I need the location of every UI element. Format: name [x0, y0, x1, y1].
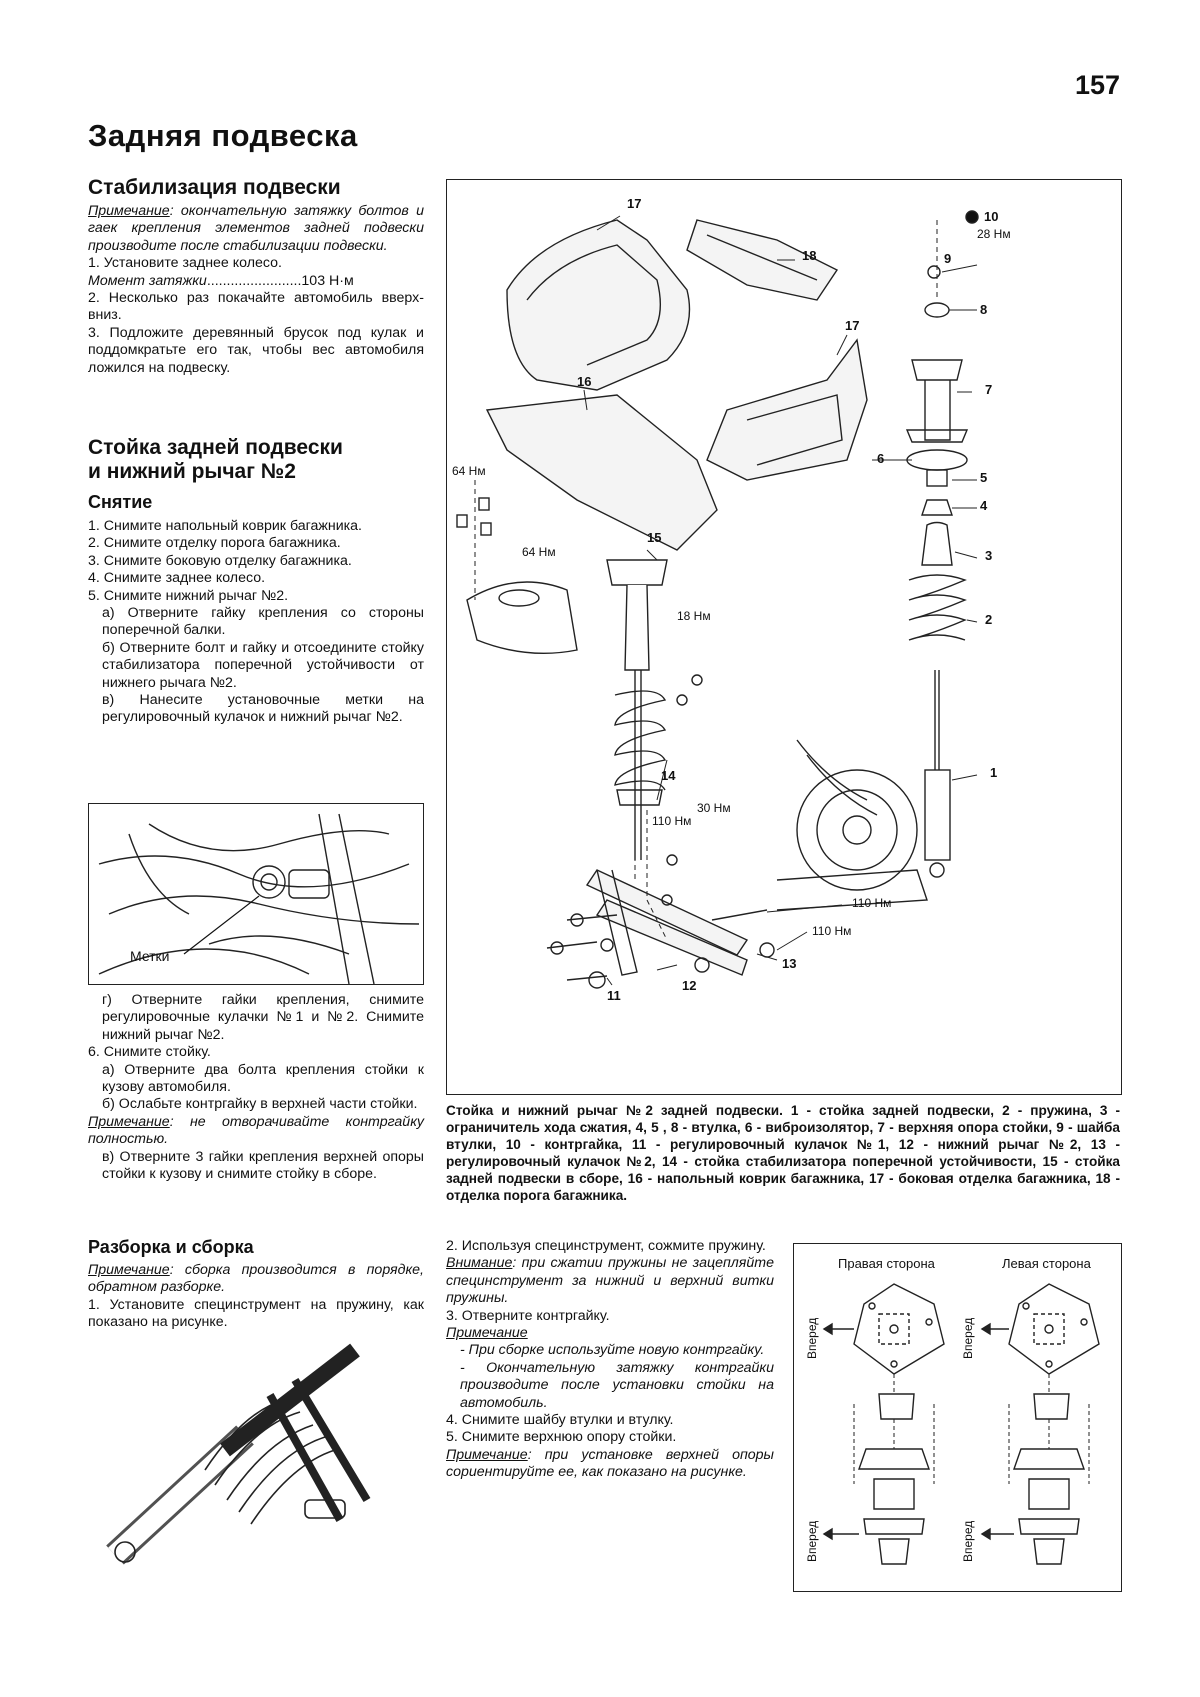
- orientation-illustration: Вперед Вперед Вперед Вперед: [805, 1283, 1100, 1565]
- disassembly-step-2: 2. Используя специнструмент, сожмите пру…: [446, 1238, 766, 1254]
- stabilization-note: Примечание: окончательную затяжку болтов…: [88, 203, 424, 255]
- torque-110c: 110 Нм: [812, 924, 851, 938]
- disassembly-note: Примечание: сборка производится в порядк…: [88, 1262, 424, 1297]
- strut-heading-line1: Стойка задней подвески: [88, 436, 343, 459]
- forward-label-1: Вперед: [805, 1318, 819, 1359]
- removal-step-6v: в) Отверните 3 гайки крепления верхней о…: [102, 1148, 424, 1183]
- forward-label-4: Вперед: [961, 1521, 975, 1562]
- left-side-label: Левая сторона: [1002, 1256, 1091, 1271]
- removal-step-6a: а) Отверните два болта крепления стойки …: [102, 1061, 424, 1096]
- label-2: 2: [985, 612, 992, 627]
- attention-label: Внимание: [446, 1255, 513, 1272]
- disassembly-step-5: 5. Снимите верхнюю опору стойки.: [446, 1429, 677, 1446]
- section-heading-stabilization: Стабилизация подвески: [88, 176, 341, 199]
- removal-step-5g: г) Отверните гайки крепления, снимите ре…: [102, 992, 424, 1043]
- torque-28: 28 Нм: [977, 227, 1011, 241]
- note-label-col2: Примечание: [446, 1325, 528, 1342]
- torque-110a: 110 Нм: [652, 814, 691, 828]
- attention-note: Внимание: при сжатии пружины не зацепляй…: [446, 1255, 774, 1307]
- note6-label: Примечание: [88, 1113, 170, 1130]
- forward-label-3: Вперед: [805, 1521, 819, 1562]
- torque-64a: 64 Нм: [452, 464, 486, 478]
- note6-text: : не отворачивайте контргайку полностью.: [88, 1113, 424, 1148]
- forward-label-2: Вперед: [961, 1318, 975, 1359]
- disassembly-step-1: 1. Установите специнструмент на пружину,…: [88, 1296, 424, 1331]
- step-wood-block: 3. Подложите деревянный брусок под кулак…: [88, 324, 424, 376]
- torque-dots: ........................: [206, 272, 302, 289]
- label-18: 18: [802, 248, 816, 263]
- right-side-label: Правая сторона: [838, 1256, 935, 1271]
- install-note: Примечание: при установке верхней опоры …: [446, 1447, 774, 1482]
- section-heading-strut: Стойка задней подвески и нижний рычаг №2: [88, 436, 343, 484]
- removal-step-5: 5. Снимите нижний рычаг №2.: [88, 587, 289, 604]
- label-17b: 17: [845, 318, 859, 333]
- label-17a: 17: [627, 196, 641, 211]
- torque-label: Момент затяжки: [88, 272, 207, 289]
- removal-step-2: 2. Снимите отделку порога багажника.: [88, 535, 341, 552]
- label-16: 16: [577, 374, 591, 389]
- note2-label: Примечание: [446, 1446, 528, 1463]
- diagram-caption: Стойка и нижний рычаг №2 задней подвески…: [446, 1103, 1120, 1203]
- note-label-3: Примечание: [88, 1262, 170, 1278]
- label-5: 5: [980, 470, 987, 485]
- note-col2-a: - При сборке используйте новую контргайк…: [460, 1342, 765, 1359]
- label-4: 4: [980, 498, 988, 513]
- label-3: 3: [985, 548, 992, 563]
- removal-step-5v: в) Нанесите установочные метки на регули…: [102, 692, 424, 726]
- marks-label: Метки: [130, 948, 170, 964]
- label-1: 1: [990, 765, 997, 780]
- note-label: Примечание: [88, 203, 170, 219]
- note-col2-b: - Окончательную затяжку контргайки произ…: [460, 1359, 774, 1411]
- torque-value: 103 Н·м: [301, 272, 354, 289]
- orientation-figure: Правая сторона Левая сторона: [793, 1243, 1122, 1592]
- label-8: 8: [980, 302, 987, 317]
- spring-compressor-illustration: [106, 1343, 371, 1565]
- strut-heading-line2: и нижний рычаг №2: [88, 460, 296, 483]
- disassembly-text: Примечание: сборка производится в порядк…: [88, 1262, 424, 1332]
- torque-110b: 110 Нм: [852, 896, 891, 910]
- torque-30: 30 Нм: [697, 801, 731, 815]
- torque-64b: 64 Нм: [522, 545, 556, 559]
- label-15: 15: [647, 530, 661, 545]
- step-rock-car: 2. Несколько раз покачайте автомобиль вв…: [88, 290, 424, 324]
- page-number: 157: [1075, 70, 1121, 100]
- figure-marks: [88, 803, 424, 985]
- step-install-wheel: 1. Установите заднее колесо.: [88, 255, 282, 272]
- label-7: 7: [985, 382, 992, 397]
- label-12: 12: [682, 978, 696, 993]
- removal-step-5b: б) Отверните болт и гайку и отсоедините …: [102, 639, 424, 691]
- note-text-3: : сборка производится в порядке, обратно…: [88, 1262, 424, 1296]
- removal-step-6b: б) Ослабьте контргайку в верхней части с…: [102, 1096, 418, 1113]
- main-exploded-diagram: 17 18 17 16 15 14 10 9 8 7 6 5 4 3 2 1 1…: [446, 179, 1122, 1095]
- note2-text: : при установке верхней опоры сориентиру…: [446, 1446, 774, 1481]
- removal-note-6: Примечание: не отворачивайте контргайку …: [88, 1114, 424, 1149]
- torque-line: Момент затяжки........................10…: [88, 273, 424, 290]
- label-13: 13: [782, 956, 796, 971]
- label-11: 11: [607, 988, 621, 1003]
- section-heading-disassembly: Разборка и сборка: [88, 1237, 254, 1257]
- label-14: 14: [661, 768, 676, 783]
- label-9: 9: [944, 251, 951, 266]
- sub-heading-removal: Снятие: [88, 492, 153, 512]
- label-6: 6: [877, 451, 884, 466]
- disassembly-steps-cont: 2. Используя специнструмент, сожмите пру…: [446, 1238, 774, 1482]
- note-text: : окончательную затяжку болтов и гаек кр…: [88, 203, 424, 254]
- removal-steps-cont: г) Отверните гайки крепления, снимите ре…: [88, 992, 424, 1183]
- removal-step-6: 6. Снимите стойку.: [88, 1044, 211, 1061]
- removal-step-1: 1. Снимите напольный коврик багажника.: [88, 518, 362, 534]
- removal-step-3: 3. Снимите боковую отделку багажника.: [88, 552, 352, 569]
- removal-step-5a: а) Отверните гайку крепления со стороны …: [102, 605, 424, 639]
- torque-18: 18 Нм: [677, 609, 711, 623]
- strut-exploded-view: 17 18 17 16 15 14 10 9 8 7 6 5 4 3 2 1 1…: [452, 196, 1011, 1003]
- removal-steps: 1. Снимите напольный коврик багажника. 2…: [88, 518, 424, 727]
- page-title: Задняя подвеска: [88, 118, 358, 153]
- label-10: 10: [984, 209, 998, 224]
- disassembly-step-3: 3. Отверните контргайку.: [446, 1307, 610, 1324]
- removal-step-4: 4. Снимите заднее колесо.: [88, 570, 266, 587]
- stabilization-text: Примечание: окончательную затяжку болтов…: [88, 203, 424, 377]
- attention-text: : при сжатии пружины не зацепляйте специ…: [446, 1255, 774, 1307]
- marks-illustration: [98, 813, 420, 985]
- disassembly-step-4: 4. Снимите шайбу втулки и втулку.: [446, 1412, 674, 1429]
